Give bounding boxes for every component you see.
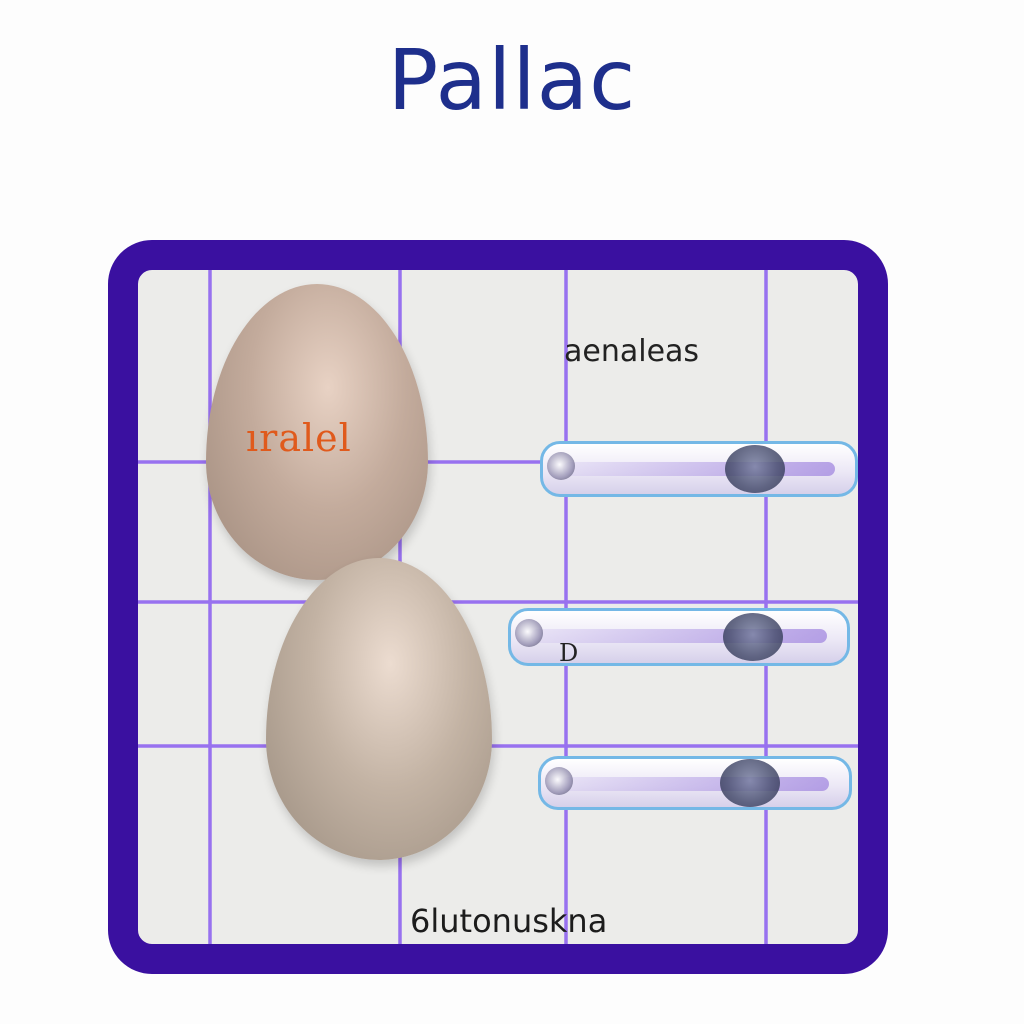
footer-label: 6lutonusknа [410,902,608,940]
slider-2[interactable]: D [508,608,850,667]
slider-thumb[interactable] [725,445,786,493]
egg-icon [266,558,492,860]
egg-icon [206,284,428,580]
slider-start-cap-icon [547,452,575,480]
control-panel: ıralel aenaleas D 6lutonusknа [108,240,888,974]
slider-start-cap-icon [545,767,573,795]
app-title: Pallac [387,31,637,129]
slider-track [563,462,835,476]
slider-3[interactable] [538,756,852,810]
slider-start-cap-icon [515,619,543,647]
slider-track [561,777,829,791]
slider-label: D [559,639,579,667]
slider-1[interactable] [540,441,858,497]
egg-label: ıralel [246,416,352,460]
slider-thumb[interactable] [722,613,783,661]
slider-thumb[interactable] [720,759,781,807]
slider-group-label: aenaleas [564,334,700,369]
